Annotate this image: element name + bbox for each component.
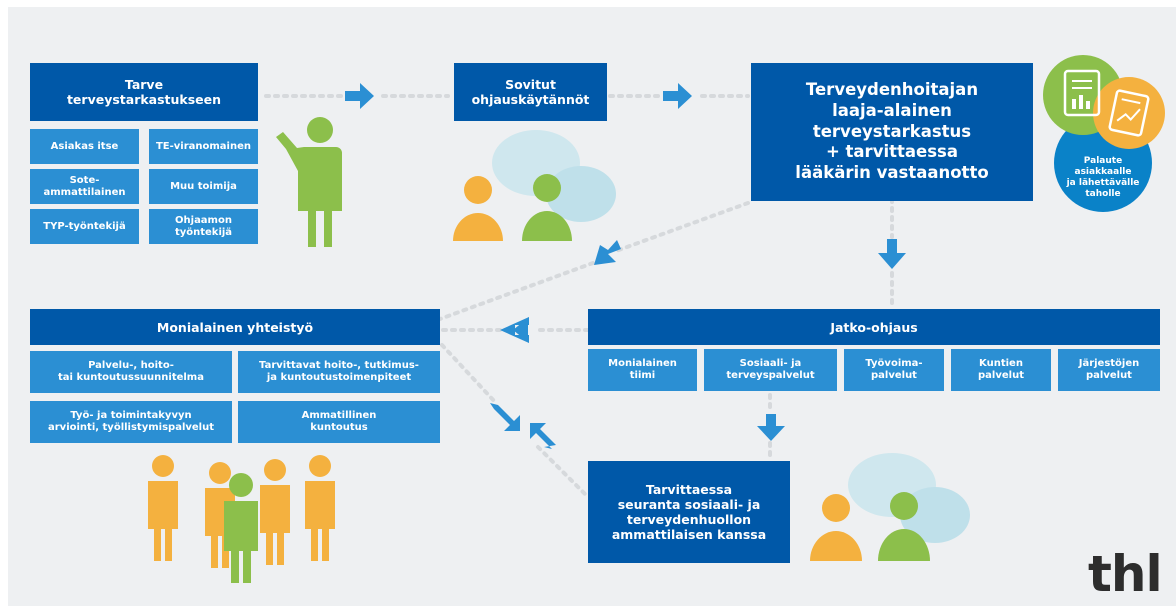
need-item-client: Asiakas itse [30, 129, 139, 164]
followup-item-team: Monialainen tiimi [588, 349, 697, 391]
arrow-left-icon [500, 317, 529, 343]
need-item-other-actor: Muu toimija [149, 169, 258, 204]
arrow-down-left-icon [594, 240, 621, 265]
arrow-diagonal-icon [530, 423, 556, 449]
person-green-icon [522, 174, 572, 241]
agreed-practices-box: Sovitut ohjauskäytännöt [454, 63, 607, 121]
multi-item-plan: Palvelu-, hoito- tai kuntoutussuunnitelm… [30, 351, 232, 393]
people-illustrations [148, 117, 970, 583]
diagram-canvas: Tarve terveystarkastukseen Asiakas itse … [8, 7, 1176, 606]
connector-layer [264, 83, 906, 497]
thl-logo: thl [1088, 545, 1163, 603]
followup-item-social-health: Sosiaali- ja terveyspalvelut [704, 349, 837, 391]
dotted-connector [536, 445, 588, 497]
arrow-down-icon [878, 239, 906, 269]
health-check-box: Terveydenhoitajan laaja-alainen terveyst… [751, 63, 1033, 201]
followup-item-municipal: Kuntien palvelut [951, 349, 1051, 391]
multi-item-vocational-rehab: Ammatillinen kuntoutus [238, 401, 440, 443]
person-orange-icon [810, 494, 862, 561]
dotted-connector [614, 201, 750, 253]
dotted-connector [440, 343, 498, 405]
document-graph-icon [1108, 89, 1150, 137]
arrow-diagonal-icon [490, 403, 520, 431]
multi-item-measures: Tarvittavat hoito-, tutkimus- ja kuntout… [238, 351, 440, 393]
report-icons [1063, 69, 1150, 137]
followup-item-organizations: Järjestöjen palvelut [1058, 349, 1160, 391]
multi-item-work-ability: Työ- ja toimintakyvyn arviointi, työllis… [30, 401, 232, 443]
person-orange-icon [453, 176, 503, 241]
report-icon-circle-orange [1093, 77, 1165, 149]
dotted-connector [438, 261, 595, 321]
need-item-ohjaamo-worker: Ohjaamon työntekijä [149, 209, 258, 244]
followup-title-box: Jatko-ohjaus [588, 309, 1160, 345]
need-item-sote-professional: Sote- ammattilainen [30, 169, 139, 204]
person-group-center-icon [224, 473, 258, 583]
need-title-box: Tarve terveystarkastukseen [30, 63, 258, 121]
document-chart-icon [1063, 69, 1101, 117]
followup-item-employment: Työvoima- palvelut [844, 349, 944, 391]
person-green-icon [878, 492, 930, 561]
person-pointing-icon [276, 117, 342, 247]
need-item-typ-worker: TYP-työntekijä [30, 209, 139, 244]
person-group-icon [148, 455, 335, 568]
feedback-text: Palaute asiakkaalle ja lähettävälle taho… [1066, 156, 1140, 199]
arrow-right-icon [663, 83, 692, 109]
need-item-te-authority: TE-viranomainen [149, 129, 258, 164]
arrow-right-icon [345, 83, 374, 109]
arrow-down-icon [757, 414, 785, 441]
monitoring-box: Tarvittaessa seuranta sosiaali- ja terve… [588, 461, 790, 563]
multi-title-box: Monialainen yhteistyö [30, 309, 440, 345]
